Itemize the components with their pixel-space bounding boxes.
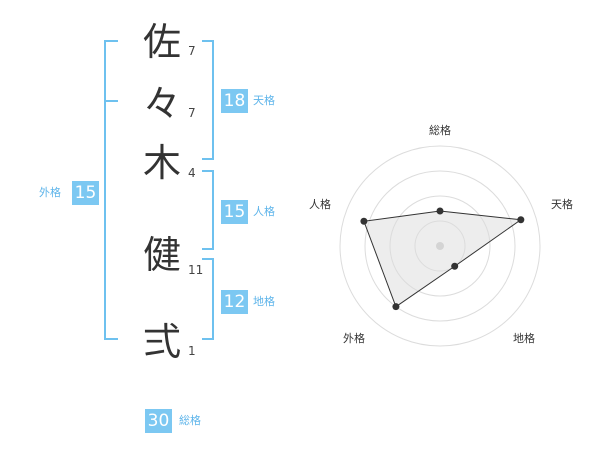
tenkaku-label: 天格 [253,94,275,107]
name-char-1: 佐 [142,20,181,64]
stroke-count-4: 11 [188,263,204,277]
radar-point-3 [451,262,459,270]
name-char-3: 木 [142,141,181,185]
chikaku-label: 地格 [253,295,275,308]
name-char-2: 々 [142,82,181,126]
stroke-count-5: 1 [188,344,196,358]
radar-axis-label: 外格 [343,331,365,345]
chikaku-badge: 12 [221,290,248,314]
stroke-count-3: 4 [188,166,196,180]
soukaku-label: 総格 [179,414,201,427]
radar-area [363,210,523,308]
stroke-count-2: 7 [188,106,196,120]
jinkaku-badge: 15 [221,200,248,224]
stroke-count-1: 7 [188,44,196,58]
radar-ring [364,170,516,322]
name-char-4: 健 [142,233,181,277]
radar-point-5 [360,217,368,225]
jinkaku-label: 人格 [253,205,275,218]
radar-axis-label: 地格 [513,331,535,345]
radar-axis-label: 天格 [551,197,573,211]
radar-axis-label: 人格 [309,197,331,211]
soukaku-badge: 30 [145,409,172,433]
tenkaku-badge: 18 [221,89,248,113]
name-char-5: 弍 [142,320,181,364]
radar-point-1 [436,207,444,215]
gaikaku-label: 外格 [39,186,61,199]
gaikaku-badge: 15 [72,181,99,205]
radar-point-4 [392,303,400,311]
radar-point-2 [517,216,525,224]
radar-axis-label: 総格 [429,123,451,137]
radar-ring [339,145,541,347]
